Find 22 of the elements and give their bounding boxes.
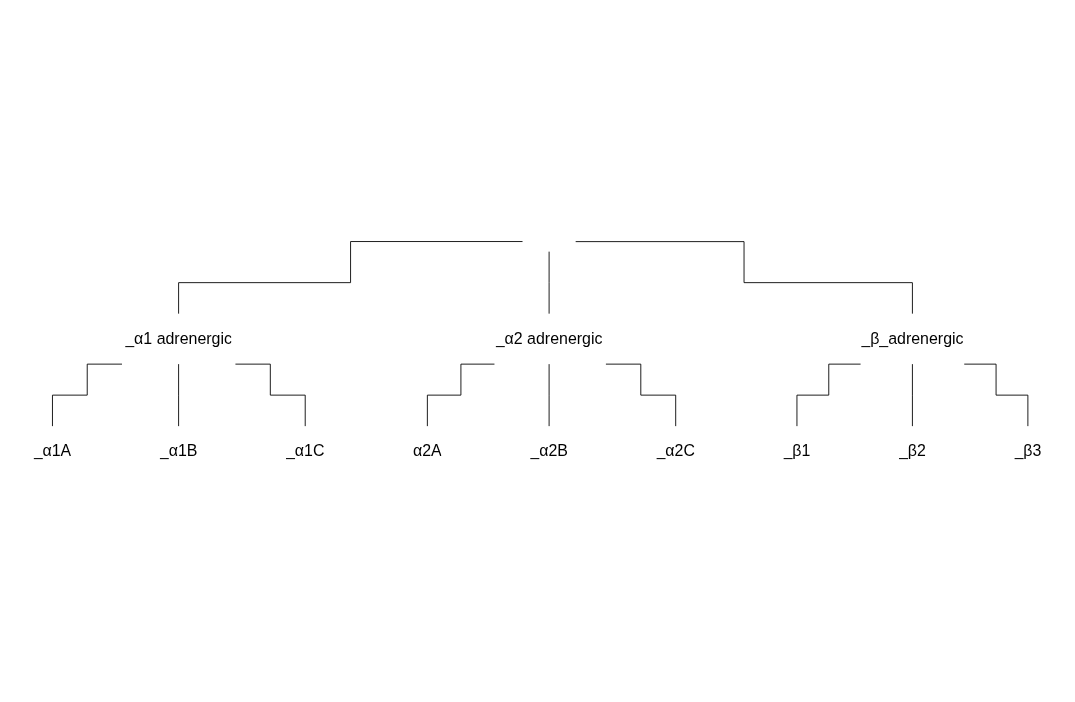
connector [963, 363, 1029, 427]
node-text: _β1 [783, 442, 811, 460]
node-text: α2A [413, 442, 442, 460]
node-text: _β2 [898, 442, 926, 460]
connector [52, 363, 123, 427]
connector [426, 363, 495, 427]
node-text: _β3 [1014, 442, 1042, 460]
node-text: _α1A [33, 442, 72, 460]
connector [796, 363, 862, 427]
node-text: _α2C [656, 442, 695, 460]
connector [911, 363, 913, 427]
node-text: _α1B [159, 442, 198, 460]
connector [178, 363, 180, 427]
node-text: _β_adrenergic [861, 329, 964, 348]
connector [605, 363, 677, 427]
connector [575, 241, 913, 315]
node-text: _α2 adrenergic [495, 329, 603, 348]
node-text: _α1C [285, 442, 325, 460]
connector [235, 363, 306, 427]
node-text: _α2B [530, 442, 568, 460]
node-text: _α1 adrenergic [125, 329, 232, 348]
connector [178, 241, 523, 315]
